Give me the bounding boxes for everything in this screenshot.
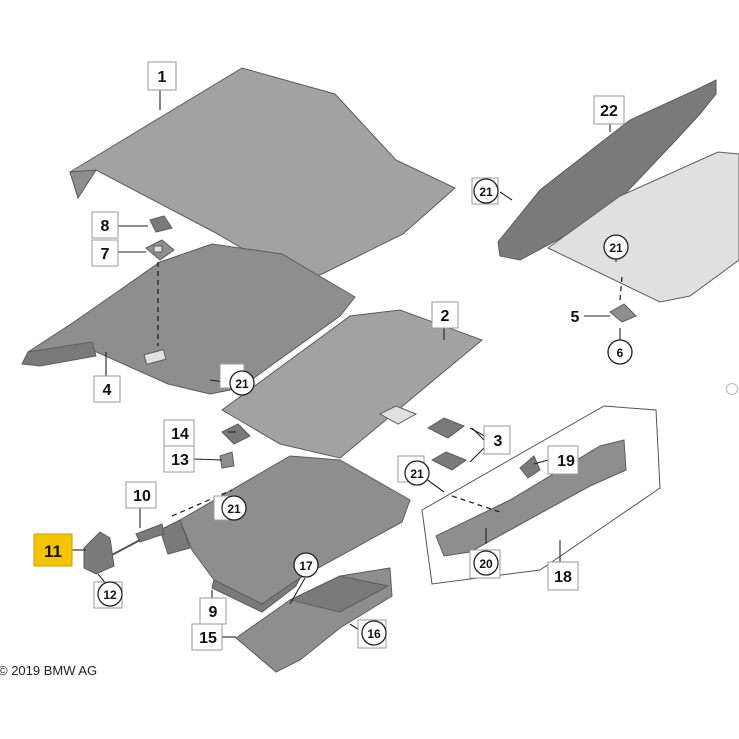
part-15-lower-bracket bbox=[235, 567, 393, 673]
part-22-rear-panel bbox=[497, 79, 739, 303]
callout-21-b[interactable] bbox=[404, 460, 430, 486]
callout-12-label: 12 bbox=[103, 588, 117, 602]
callout-21-d-label: 21 bbox=[479, 185, 493, 199]
callout-14-box[interactable] bbox=[163, 419, 195, 447]
part-1-cover-panel bbox=[69, 67, 456, 283]
part-2-floor-cover bbox=[221, 309, 483, 459]
part-13-clip bbox=[219, 451, 235, 469]
part-18-detail-box bbox=[421, 405, 661, 585]
dash-line-10 bbox=[171, 489, 233, 517]
part-8-cap bbox=[149, 215, 173, 233]
callout-11[interactable]: 11 bbox=[44, 542, 62, 561]
callout-21-d[interactable] bbox=[473, 178, 499, 204]
callout-14[interactable]: 14 bbox=[171, 426, 189, 443]
part-5-clip bbox=[609, 303, 637, 323]
callout-17-label: 17 bbox=[299, 559, 313, 573]
callout-10-box[interactable] bbox=[125, 481, 157, 509]
callout-3-box[interactable] bbox=[483, 425, 511, 455]
callout-22[interactable]: 22 bbox=[600, 103, 618, 120]
callout-6[interactable] bbox=[607, 339, 633, 365]
callout-6-label: 6 bbox=[617, 346, 624, 360]
part-14-bracket bbox=[221, 423, 251, 445]
callout-15-box[interactable] bbox=[191, 623, 223, 651]
callout-11-box[interactable] bbox=[33, 533, 73, 567]
callout-2-box[interactable] bbox=[431, 301, 459, 329]
callout-9[interactable]: 9 bbox=[209, 604, 218, 621]
callout-16-label: 16 bbox=[367, 627, 381, 641]
callout-20[interactable] bbox=[473, 550, 499, 576]
callout-4[interactable]: 4 bbox=[103, 382, 112, 399]
callout-1[interactable]: 1 bbox=[158, 69, 167, 86]
callout-12[interactable] bbox=[97, 581, 123, 607]
callout-21-a[interactable] bbox=[229, 370, 255, 396]
callout-4-box[interactable] bbox=[93, 375, 121, 403]
callout-3[interactable]: 3 bbox=[494, 433, 503, 450]
callout-19-box[interactable] bbox=[547, 445, 579, 475]
callout-19[interactable]: 19 bbox=[557, 453, 575, 470]
callout-5[interactable]: 5 bbox=[571, 309, 580, 326]
callout-1-box[interactable] bbox=[147, 61, 177, 91]
callout-21-a-label: 21 bbox=[235, 377, 249, 391]
dash-line-5 bbox=[619, 275, 623, 301]
callout-2[interactable]: 2 bbox=[441, 308, 450, 325]
callout-20-label: 20 bbox=[479, 557, 493, 571]
part-11-latch bbox=[83, 531, 115, 575]
callout-7[interactable]: 7 bbox=[101, 246, 110, 263]
callout-18-box[interactable] bbox=[547, 561, 579, 591]
callout-21-b-label: 21 bbox=[410, 467, 424, 481]
callout-22-box[interactable] bbox=[593, 95, 625, 125]
callout-18[interactable]: 18 bbox=[554, 569, 572, 586]
callout-21-e[interactable] bbox=[603, 234, 629, 260]
callout-15[interactable]: 15 bbox=[199, 630, 217, 647]
part-4-floor-panel bbox=[21, 243, 356, 395]
callout-21-c[interactable] bbox=[221, 495, 247, 521]
callout-7-box[interactable] bbox=[91, 239, 119, 267]
callout-10[interactable]: 10 bbox=[133, 488, 151, 505]
callout-17[interactable] bbox=[293, 552, 319, 578]
callout-13[interactable]: 13 bbox=[171, 452, 189, 469]
callout-21-e-label: 21 bbox=[609, 241, 623, 255]
callout-8[interactable]: 8 bbox=[101, 218, 110, 235]
callout-13-box[interactable] bbox=[163, 445, 195, 473]
part-3-handles bbox=[426, 417, 468, 471]
callout-8-box[interactable] bbox=[91, 211, 119, 239]
callout-16[interactable] bbox=[361, 620, 387, 646]
part-9-storage-tray bbox=[159, 455, 411, 613]
copyright-notice: © 2019 BMW AG bbox=[0, 663, 98, 678]
part-10-bolt bbox=[109, 523, 165, 557]
carousel-nav-icon[interactable] bbox=[726, 383, 738, 395]
part-7-mount bbox=[145, 239, 175, 261]
callout-21-c-label: 21 bbox=[227, 502, 241, 516]
